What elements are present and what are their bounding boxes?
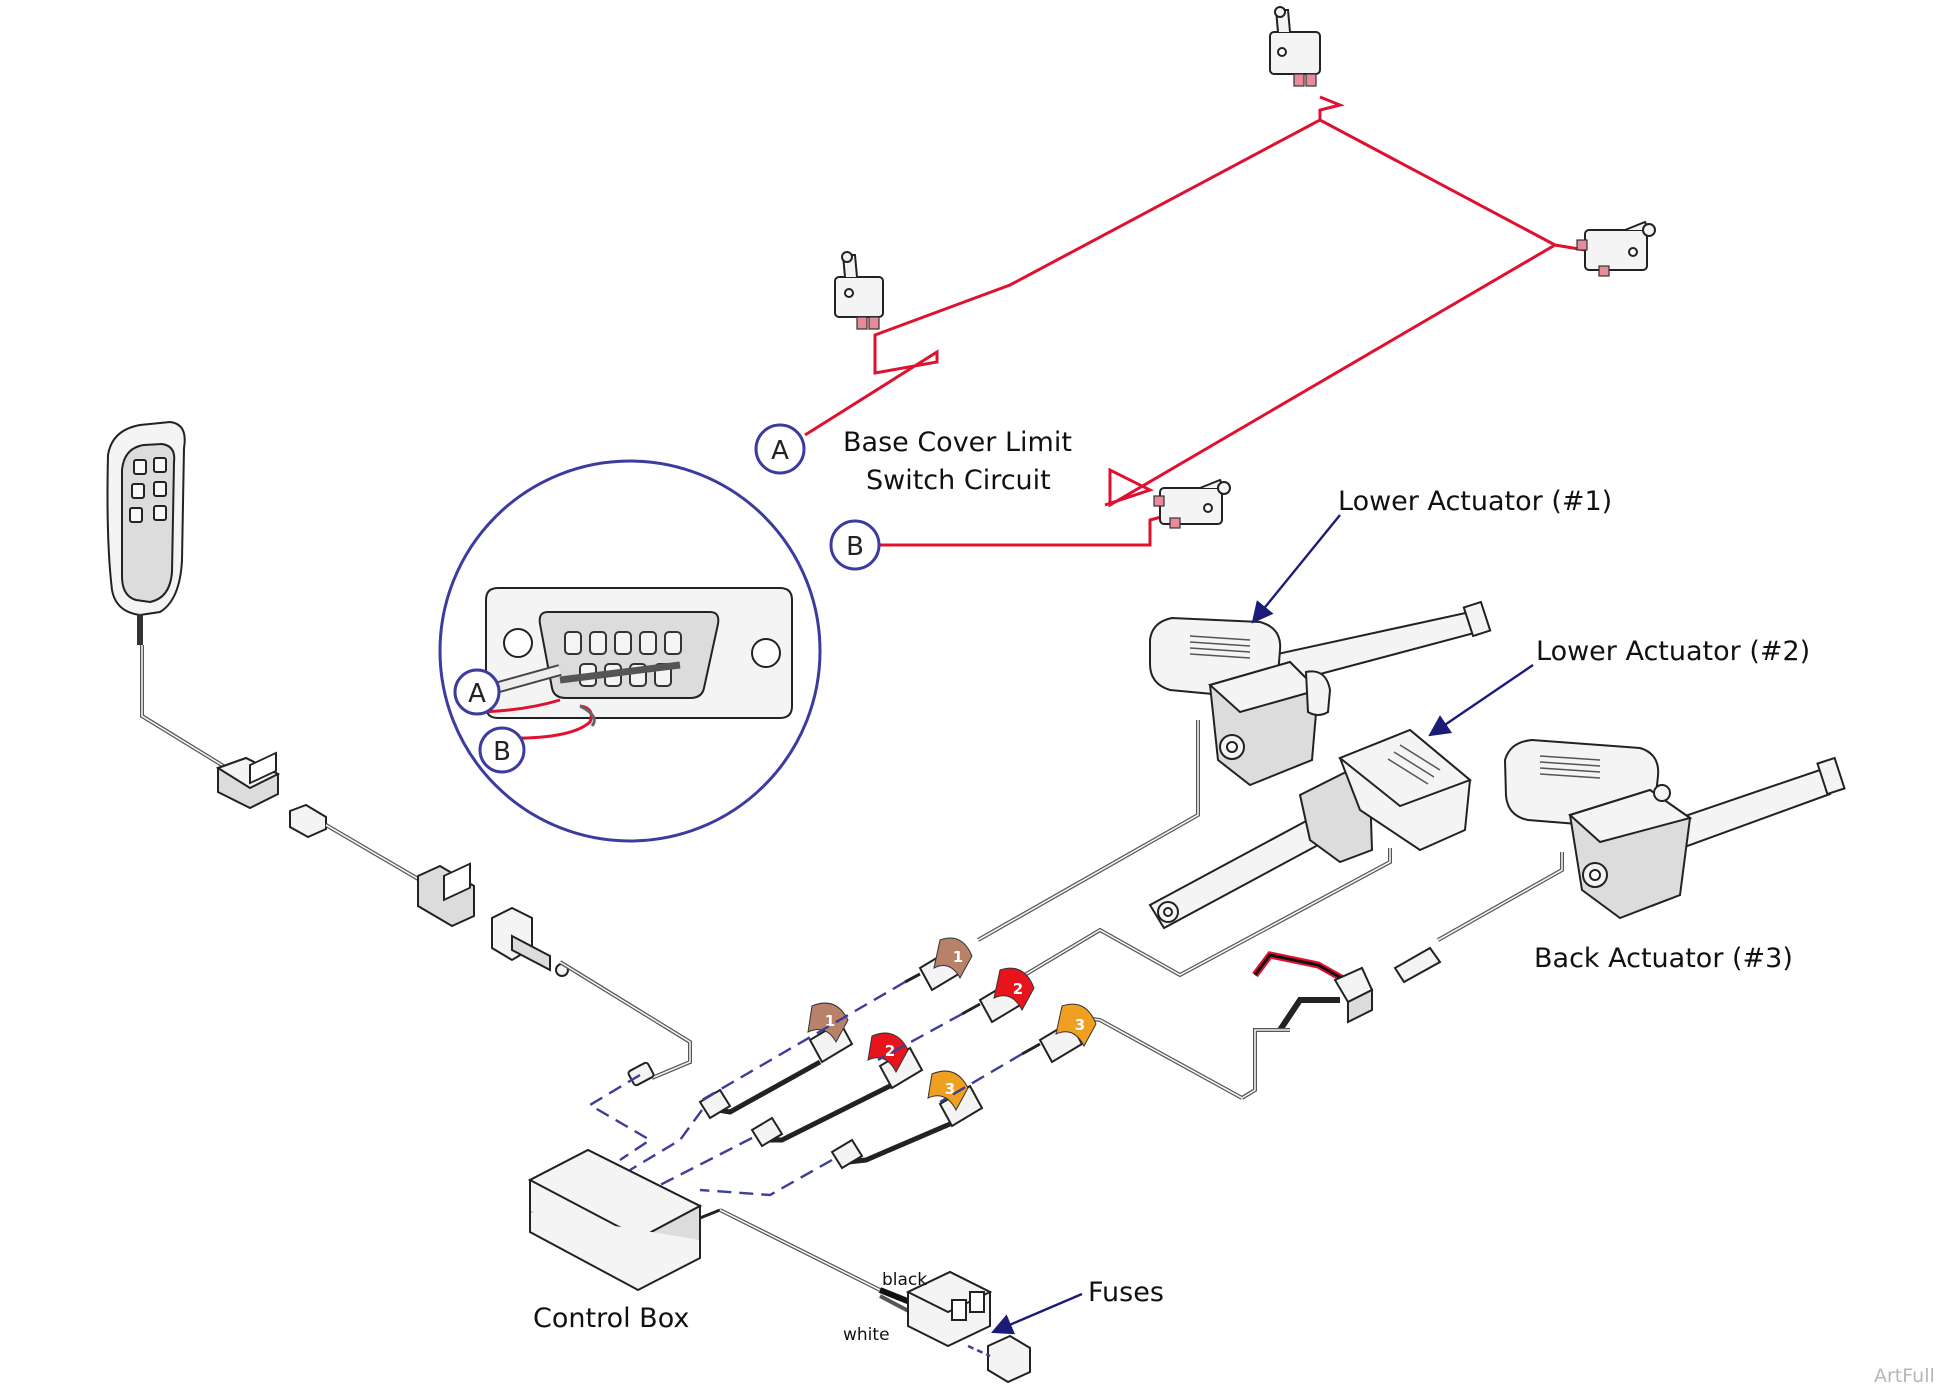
connector-pair-1: 1 1 [698, 937, 973, 1120]
base-cover-title-line2: Switch Circuit [866, 465, 1051, 496]
fuse [967, 1334, 1031, 1384]
band-3-lower-label: 3 [945, 1080, 955, 1098]
limit-switch-circuit: A B Base Cover Limit Switch Circuit [754, 6, 1656, 571]
wire-black-label: black [882, 1270, 927, 1290]
detail-b-marker: B [478, 726, 526, 774]
detail-a-marker: A [453, 668, 501, 716]
limit-wire-trunk [1319, 118, 1586, 252]
band-3-upper [1055, 1003, 1097, 1048]
band-1-lower-label: 1 [825, 1012, 835, 1030]
limit-wire-b-lower [880, 513, 1169, 547]
band-1-lower [807, 1002, 849, 1044]
limit-switch-bottom [1153, 478, 1231, 529]
band-1-upper-label: 1 [953, 948, 963, 966]
limit-switch-top [1269, 6, 1321, 87]
extension-plug [417, 862, 475, 928]
connector-detail-callout: A B [438, 459, 822, 843]
extension-socket [289, 803, 327, 839]
arrow-lower-actuator-1 [1251, 514, 1341, 624]
connector-pair-3: 3 3 [830, 1003, 1097, 1170]
limit-wire-b [1104, 243, 1556, 508]
arrow-fuses [991, 1292, 1083, 1335]
actuator-3-cable [1437, 852, 1564, 942]
wire-white-label: white [843, 1325, 890, 1345]
fuses-label: Fuses [1088, 1277, 1164, 1308]
hand-pendant [106, 420, 692, 1087]
detail-b-label: B [493, 737, 511, 767]
band-3-lower [927, 1070, 969, 1112]
limit-junction [1252, 951, 1374, 1032]
back-actuator-plug [1393, 946, 1442, 984]
connector-a-marker: A [754, 423, 806, 475]
fuse-holder [905, 1270, 993, 1348]
band-3-upper-label: 3 [1075, 1016, 1085, 1034]
lower-actuator-2-label: Lower Actuator (#2) [1536, 636, 1810, 667]
detail-a-label: A [468, 679, 486, 709]
dsub-pins [564, 631, 682, 687]
watermark: ArtFull [1874, 1365, 1935, 1387]
control-box [527, 1148, 721, 1292]
lower-actuator-1-label: Lower Actuator (#1) [1338, 486, 1612, 517]
lower-actuator-1 [1149, 600, 1492, 787]
control-box-label: Control Box [533, 1303, 689, 1334]
lower-actuator-2 [1148, 728, 1472, 930]
back-actuator-3 [1503, 738, 1846, 920]
limit-switch-left [834, 251, 884, 330]
limit-switch-right [1576, 220, 1656, 277]
band-1-upper [933, 937, 973, 980]
connector-a-label: A [771, 436, 789, 466]
connector-pair-2: 2 2 [750, 967, 1035, 1148]
band-2-lower-label: 2 [885, 1042, 895, 1060]
pendant-cable-jack [491, 906, 569, 977]
pendant-plug [215, 751, 281, 810]
connector-b-marker: B [829, 519, 881, 571]
band-2-upper [993, 967, 1035, 1012]
back-actuator-3-label: Back Actuator (#3) [1534, 943, 1793, 974]
arrow-lower-actuator-2 [1428, 664, 1534, 737]
band-2-lower [867, 1032, 909, 1074]
limit-wire-a [804, 95, 1345, 437]
base-cover-title-line1: Base Cover Limit [843, 427, 1072, 458]
dashed-connections [587, 980, 1023, 1197]
connector-b-label: B [846, 532, 864, 562]
actuator-3-run [1084, 1016, 1243, 1100]
band-2-upper-label: 2 [1013, 980, 1023, 998]
